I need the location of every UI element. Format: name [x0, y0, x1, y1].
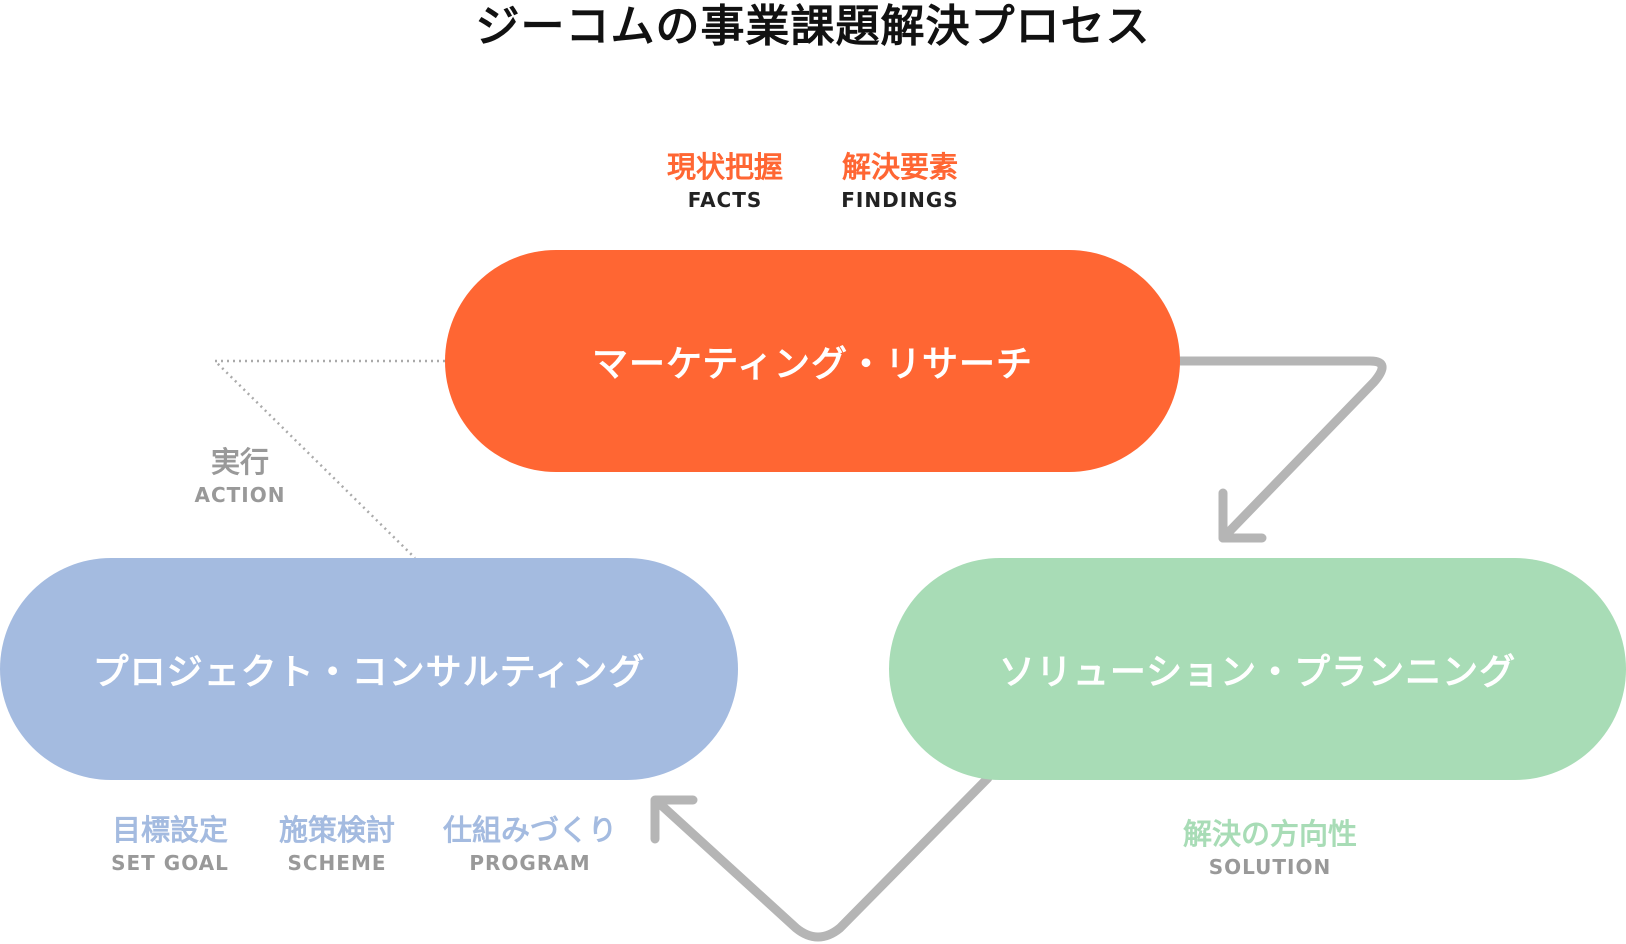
research-label-facts: 現状把握 FACTS: [645, 150, 805, 212]
solution-label-jp: 解決の方向性: [1182, 817, 1357, 851]
research-label-facts-en: FACTS: [687, 188, 763, 212]
project-label-program-en: PROGRAM: [469, 851, 591, 875]
project-label-scheme-en: SCHEME: [287, 851, 387, 875]
solution-label-en: SOLUTION: [1208, 855, 1332, 879]
page-title: ジーコムの事業課題解決プロセス: [475, 1, 1151, 52]
arrow-solution-to-project: [655, 773, 993, 942]
project-label-program: 仕組みづくり PROGRAM: [430, 813, 630, 875]
project-label-set-goal-en: SET GOAL: [111, 851, 229, 875]
node-solution-planning-label: ソリューション・プランニング: [998, 652, 1517, 693]
dotted-action-line: [211, 359, 445, 559]
project-label-set-goal-jp: 目標設定: [111, 813, 228, 847]
node-project-consulting: プロジェクト・コンサルティング: [0, 558, 738, 780]
action-label-jp: 実行: [210, 445, 269, 479]
research-label-findings-en: FINDINGS: [841, 188, 959, 212]
project-label-scheme: 施策検討 SCHEME: [262, 813, 412, 875]
node-marketing-research-label: マーケティング・リサーチ: [591, 344, 1034, 385]
action-label: 実行 ACTION: [180, 445, 300, 507]
solution-label: 解決の方向性 SOLUTION: [1150, 817, 1390, 879]
node-project-consulting-label: プロジェクト・コンサルティング: [92, 652, 646, 693]
project-label-scheme-jp: 施策検討: [278, 813, 395, 847]
research-label-findings-jp: 解決要素: [841, 150, 958, 184]
research-label-facts-jp: 現状把握: [666, 150, 783, 184]
node-marketing-research: マーケティング・リサーチ: [445, 250, 1180, 472]
arrowhead-research-to-solution: [1218, 488, 1267, 543]
project-label-set-goal: 目標設定 SET GOAL: [95, 813, 245, 875]
project-label-program-jp: 仕組みづくり: [442, 813, 617, 847]
research-label-findings: 解決要素 FINDINGS: [820, 150, 980, 212]
action-label-en: ACTION: [194, 483, 286, 507]
arrow-research-to-solution: [1175, 356, 1387, 543]
arrowhead-solution-to-project: [650, 795, 698, 844]
node-solution-planning: ソリューション・プランニング: [889, 558, 1626, 780]
